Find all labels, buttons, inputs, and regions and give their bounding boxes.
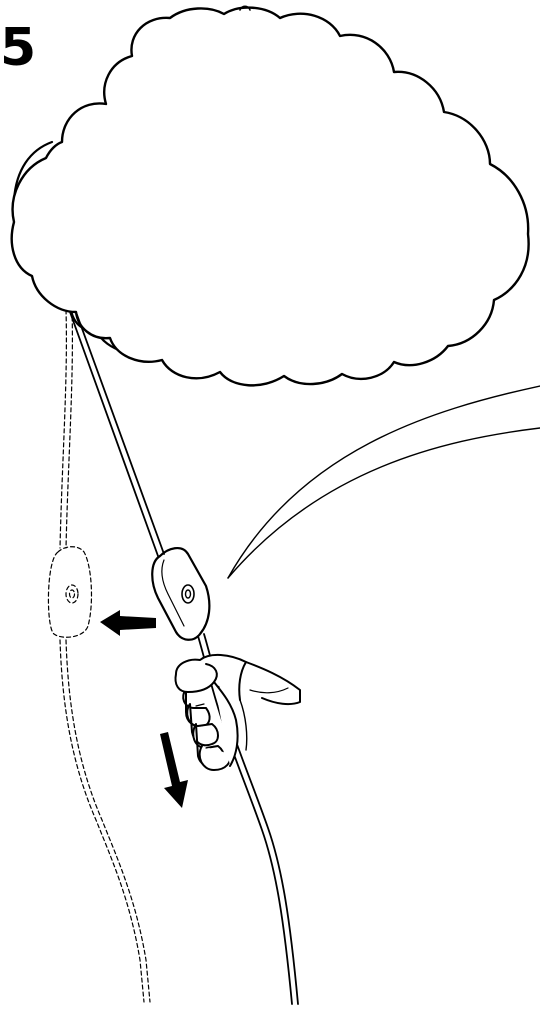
cloud-lamp-icon	[10, 6, 530, 387]
ghost-cord	[59, 309, 151, 1003]
arrow-left-icon	[100, 610, 156, 636]
arrow-down-icon	[160, 732, 188, 808]
cord-upper	[69, 311, 165, 557]
motion-swoosh	[227, 385, 540, 579]
ghost-switch-icon	[47, 546, 93, 638]
step-number: 5	[0, 18, 37, 78]
cloud-top-notch	[239, 5, 251, 11]
cord-switch-icon	[151, 547, 211, 641]
hand-icon	[174, 654, 301, 771]
